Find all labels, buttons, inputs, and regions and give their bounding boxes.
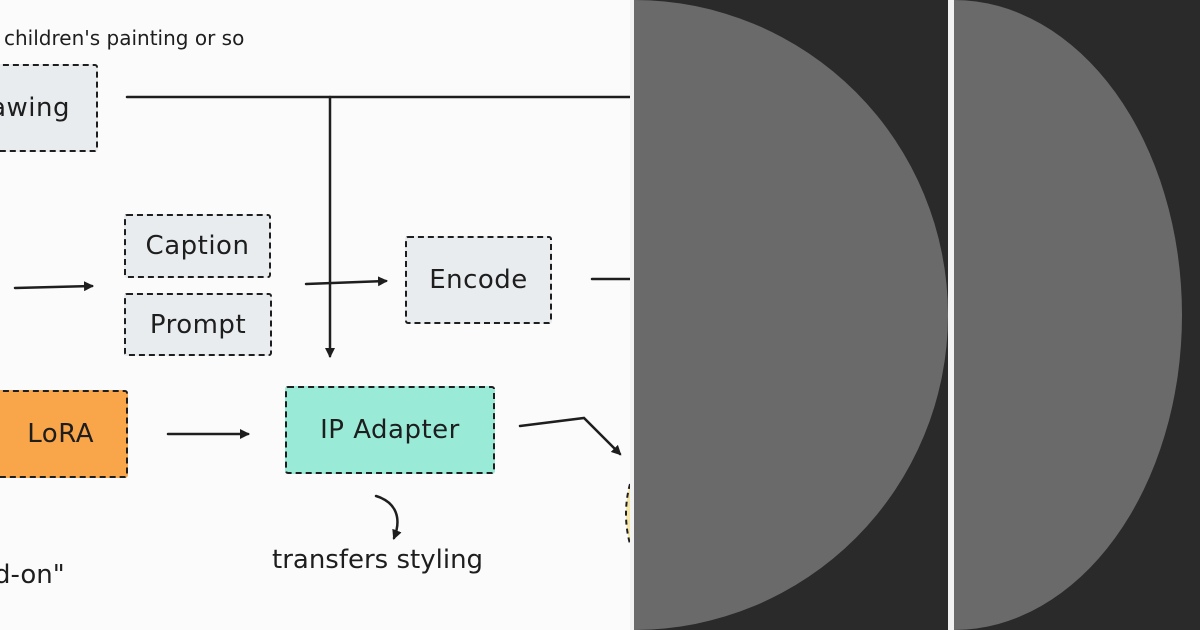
caption-node: Caption [124, 214, 271, 278]
cropped-node-edge [625, 483, 630, 545]
left-image-panel [634, 0, 948, 630]
left-to-caption-arrow [13, 281, 94, 292]
lora-node-label: LoRA [27, 419, 94, 449]
prompt-node: Prompt [124, 293, 272, 356]
ip-adapter-node: IP Adapter [285, 386, 495, 474]
encode-node: Encode [405, 236, 552, 324]
connector-layer [13, 95, 630, 545]
half-circle-shape [634, 0, 948, 630]
half-circle-shape [954, 0, 1182, 630]
encode-node-label: Encode [429, 265, 528, 295]
panel-divider [948, 0, 954, 630]
styling-note-arrow [374, 494, 402, 540]
prompt-node-label: Prompt [149, 309, 247, 340]
caption-node-label: Caption [145, 231, 250, 261]
addon-note: d-on" [0, 560, 65, 590]
panel-divider [630, 0, 634, 630]
top-note: children's painting or so [4, 26, 245, 50]
caption-to-encode-arrow [304, 276, 388, 287]
ip-adapter-out-arrow [518, 416, 622, 456]
diagram-canvas: children's painting or so awing Caption … [0, 26, 630, 590]
styling-note: transfers styling [272, 545, 484, 575]
ip-adapter-node-label: IP Adapter [320, 415, 460, 445]
drawing-node-label: awing [0, 93, 70, 123]
lora-node: LoRA [0, 390, 128, 478]
right-image-panel [954, 0, 1200, 630]
drawing-node: awing [0, 64, 98, 152]
